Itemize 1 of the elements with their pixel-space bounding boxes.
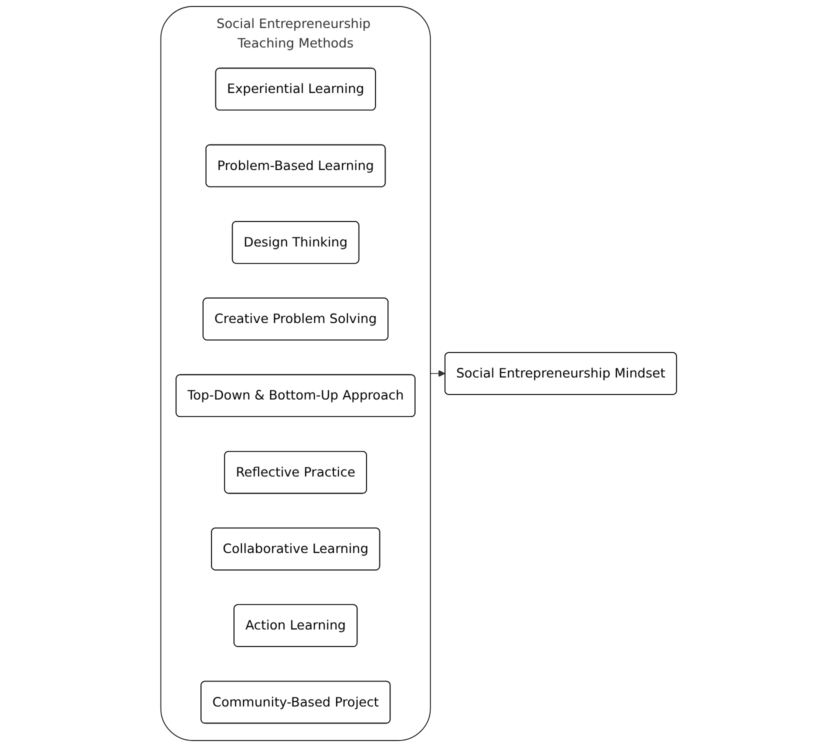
arrow	[430, 370, 446, 378]
